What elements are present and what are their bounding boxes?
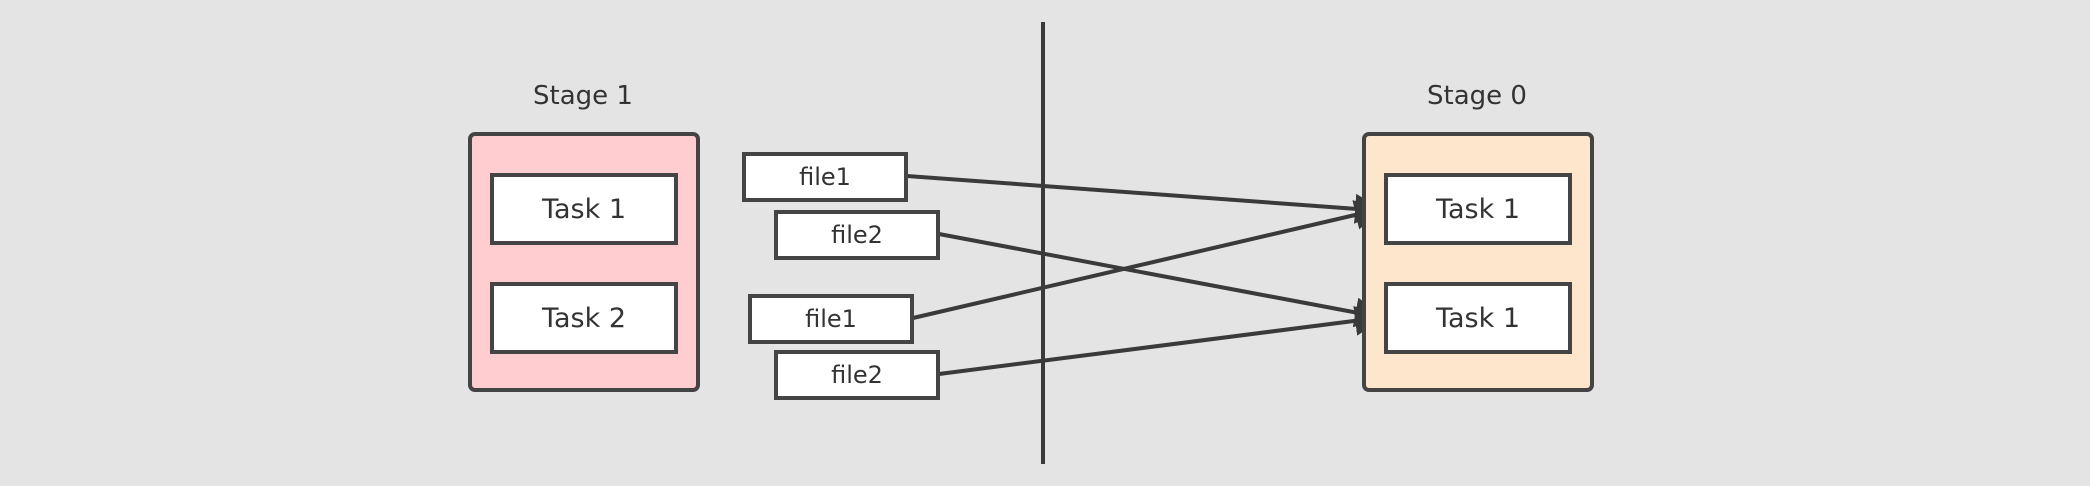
stage-right-title: Stage 0	[1427, 81, 1527, 111]
file-box-2: file2	[774, 210, 940, 260]
edge-file1-to-task1-top	[906, 174, 1386, 224]
file-box-3: file1	[748, 294, 914, 344]
edge-file1b-to-task1-top	[912, 200, 1386, 320]
edge-file2-to-task1-bottom	[938, 232, 1386, 328]
edge-file2b-to-task1-bottom	[938, 305, 1386, 376]
stage-left-task-2: Task 2	[490, 282, 678, 354]
stage-right-task-1: Task 1	[1384, 173, 1572, 245]
stage-left-title: Stage 1	[533, 81, 633, 111]
file-box-4: file2	[774, 350, 940, 400]
stage-right-task-2: Task 1	[1384, 282, 1572, 354]
file-box-1: file1	[742, 152, 908, 202]
stage-left-task-1: Task 1	[490, 173, 678, 245]
